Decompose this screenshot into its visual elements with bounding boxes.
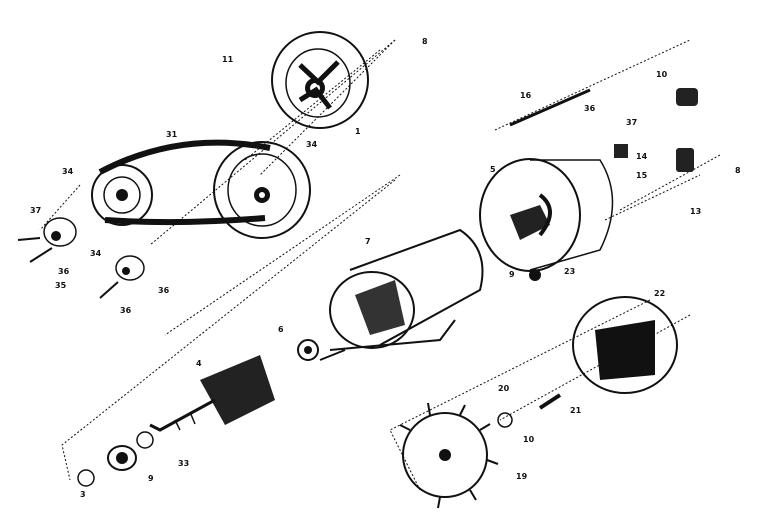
callout-34-hub: 34 — [90, 249, 102, 258]
belt-and-pulleys — [91, 139, 311, 239]
callout-37-left: 37 — [30, 206, 41, 215]
callout-15: 15 — [636, 171, 648, 180]
end-bell-housing — [271, 31, 369, 129]
callout-3: 3 — [80, 490, 86, 499]
right-end-bell — [479, 158, 614, 281]
motor-frame — [319, 228, 484, 361]
fan-gear — [399, 393, 562, 509]
callout-34-left: 34 — [62, 167, 74, 176]
end-cover — [572, 296, 678, 394]
callout-16: 16 — [520, 91, 532, 100]
switch-parts — [509, 88, 698, 172]
callout-8-top: 8 — [422, 37, 428, 46]
callout-36-mid: 36 — [58, 267, 70, 276]
callout-19: 19 — [516, 472, 528, 481]
callout-36-low: 36 — [120, 306, 132, 315]
callout-31: 31 — [166, 130, 178, 139]
pulley-hubs — [17, 217, 145, 299]
callout-37-right: 37 — [626, 118, 637, 127]
callout-8-right: 8 — [735, 166, 741, 175]
callout-36-hub2: 36 — [158, 286, 170, 295]
callout-5-frame: 5 — [490, 165, 496, 174]
callout-23: 23 — [564, 267, 575, 276]
callout-22: 22 — [654, 289, 665, 298]
callout-6: 6 — [278, 325, 284, 334]
callout-10-low: 10 — [523, 435, 535, 444]
assembly-lines — [39, 39, 721, 491]
callout-33: 33 — [178, 459, 189, 468]
callout-14: 14 — [636, 152, 648, 161]
callout-34-right: 34 — [306, 140, 318, 149]
callout-10-top: 10 — [656, 70, 668, 79]
callout-13: 13 — [690, 207, 701, 216]
callout-11: 11 — [222, 55, 234, 64]
callout-4: 4 — [196, 359, 202, 368]
callout-35: 35 — [55, 281, 67, 290]
callout-21: 21 — [570, 406, 582, 415]
callout-labels: 8 11 1 31 34 34 37 36 35 34 36 36 7 6 4 … — [30, 37, 741, 499]
callout-9-low: 9 — [148, 474, 154, 483]
callout-7: 7 — [365, 237, 371, 246]
callout-1: 1 — [355, 127, 361, 136]
callout-20: 20 — [498, 384, 510, 393]
callout-36-right: 36 — [584, 104, 596, 113]
callout-9-mid: 9 — [509, 270, 515, 279]
bearing — [297, 339, 319, 361]
rotor-armature — [77, 355, 275, 487]
